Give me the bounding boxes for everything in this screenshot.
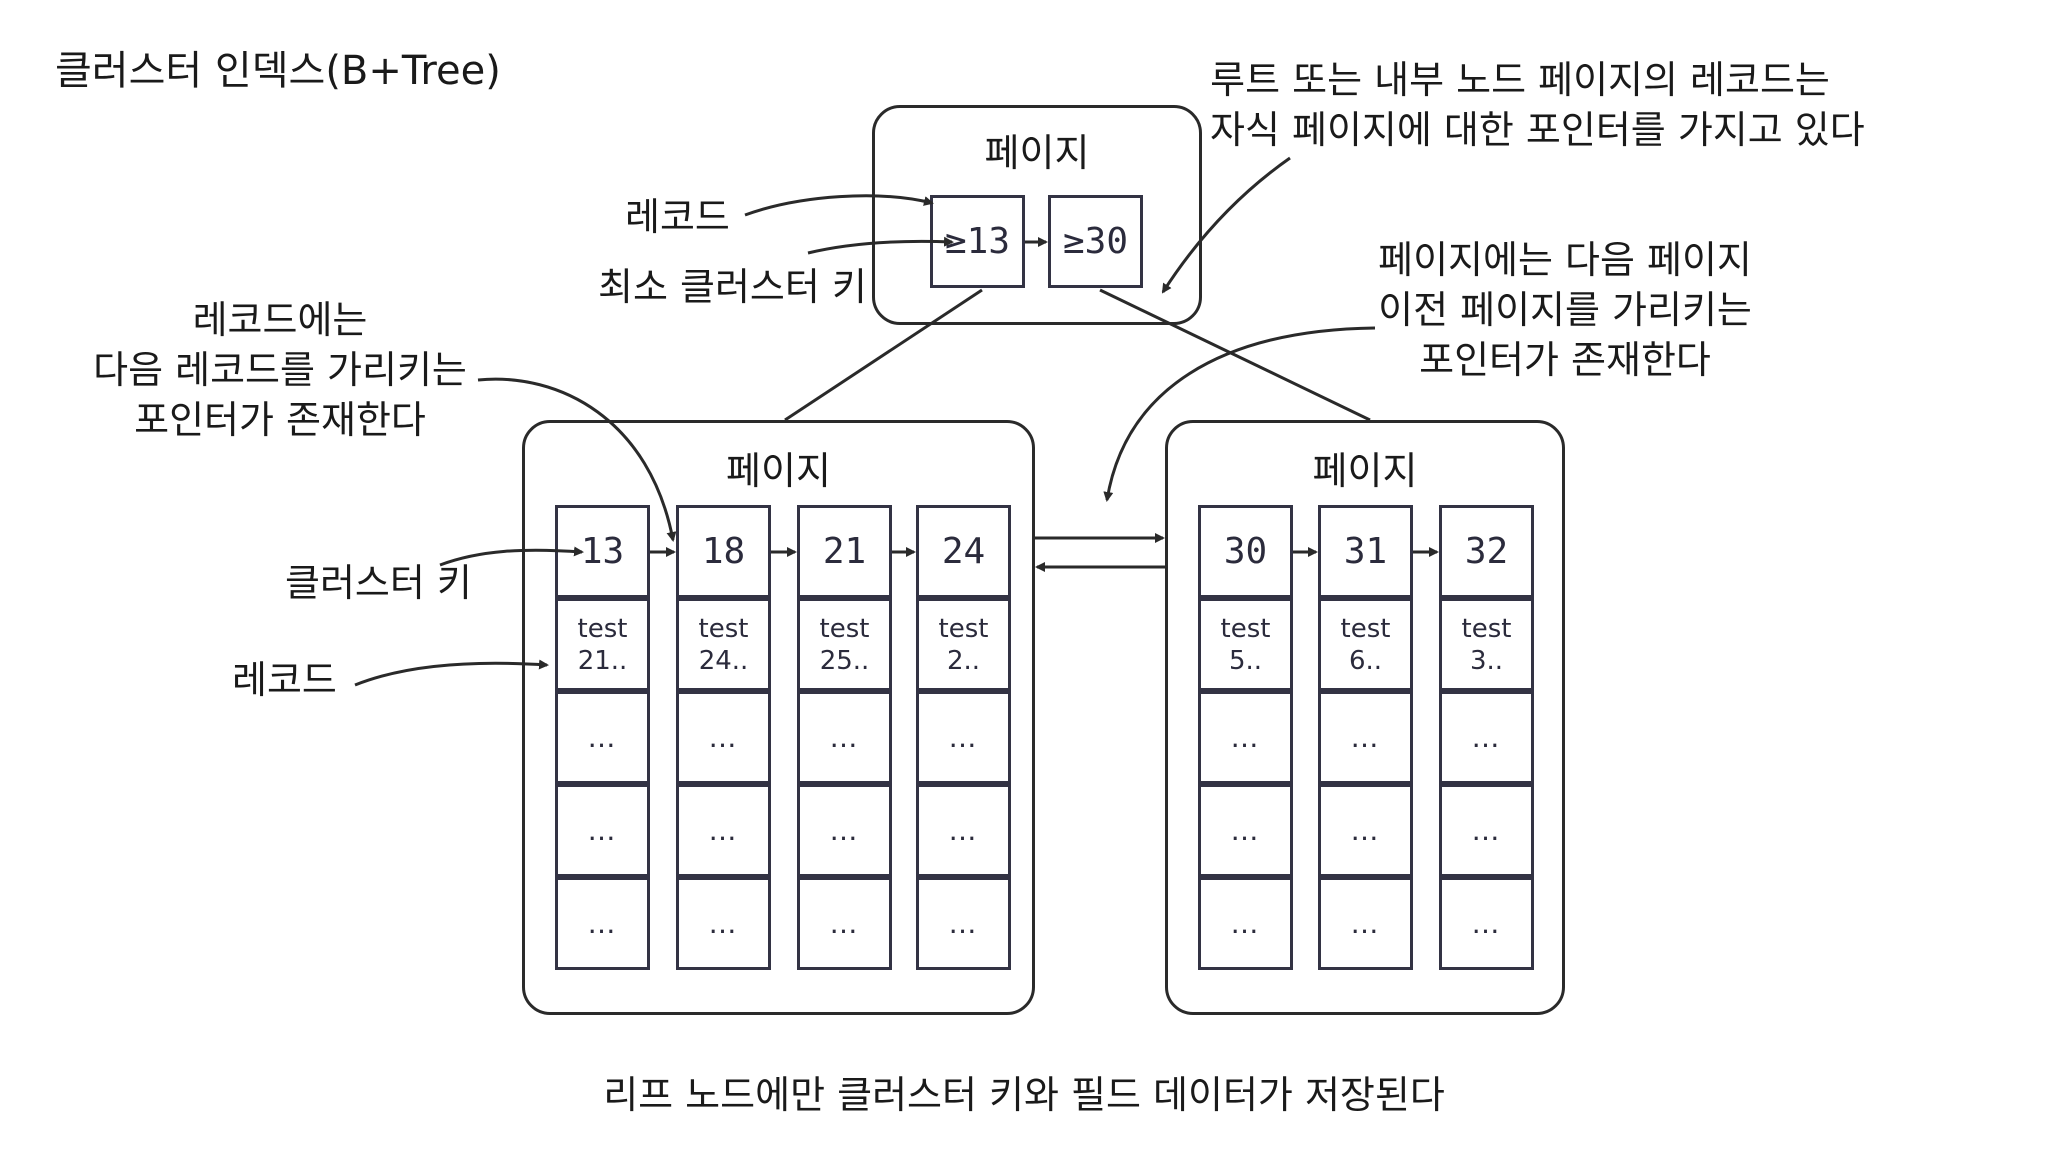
- record-text-line1: test: [819, 613, 870, 644]
- ellipsis-cell: …: [676, 691, 771, 784]
- leaf-record-cell: test 5..: [1198, 598, 1293, 691]
- record-text-line2: 2..: [946, 645, 981, 676]
- ellipsis-cell: …: [1318, 784, 1413, 877]
- ellipsis-cell: …: [916, 877, 1011, 970]
- diagram-title: 클러스터 인덱스(B+Tree): [55, 48, 501, 94]
- record-text-line2: 25..: [819, 645, 870, 676]
- min-cluster-key-label: 최소 클러스터 키: [598, 265, 867, 309]
- leaf-key-cell: 31: [1318, 505, 1413, 598]
- ellipsis-cell: …: [555, 877, 650, 970]
- leaf-record-cell: test 6..: [1318, 598, 1413, 691]
- ellipsis-cell: …: [555, 784, 650, 877]
- page-pointer-note-line1: 페이지에는 다음 페이지: [1378, 238, 1752, 282]
- ellipsis-cell: …: [1318, 691, 1413, 784]
- ellipsis-cell: …: [676, 784, 771, 877]
- ellipsis-cell: …: [797, 784, 892, 877]
- ellipsis-cell: …: [1198, 784, 1293, 877]
- record-text-line2: 5..: [1228, 645, 1263, 676]
- leaf-page-right-label: 페이지: [1312, 449, 1418, 493]
- record-text-line2: 21..: [577, 645, 628, 676]
- ellipsis-cell: …: [916, 784, 1011, 877]
- leaf-record-cell: test 21..: [555, 598, 650, 691]
- record-label-left: 레코드: [232, 658, 337, 702]
- leaf-record-cell: test 25..: [797, 598, 892, 691]
- record-text-line1: test: [1461, 613, 1512, 644]
- ellipsis-cell: …: [1198, 877, 1293, 970]
- ellipsis-cell: …: [1439, 877, 1534, 970]
- page-pointer-note-line2: 이전 페이지를 가리키는: [1378, 288, 1752, 332]
- leaf-key-cell: 24: [916, 505, 1011, 598]
- record-text-line1: test: [698, 613, 749, 644]
- root-page-label: 페이지: [984, 131, 1090, 175]
- record-next-pointer-note-line2: 다음 레코드를 가리키는: [93, 348, 467, 392]
- ellipsis-cell: …: [797, 877, 892, 970]
- leaf-record-cell: test 24..: [676, 598, 771, 691]
- leaf-key-cell: 13: [555, 505, 650, 598]
- root-record-pointer-note-line1: 루트 또는 내부 노드 페이지의 레코드는: [1210, 58, 1830, 102]
- ellipsis-cell: …: [1439, 691, 1534, 784]
- page-pointer-note: 페이지에는 다음 페이지 이전 페이지를 가리키는 포인터가 존재한다: [1355, 235, 1775, 385]
- leaf-record-cell: test 3..: [1439, 598, 1534, 691]
- record-text-line1: test: [577, 613, 628, 644]
- ellipsis-cell: …: [1439, 784, 1534, 877]
- root-record-pointer-note: 루트 또는 내부 노드 페이지의 레코드는 자식 페이지에 대한 포인터를 가지…: [1210, 55, 1865, 155]
- ellipsis-cell: …: [676, 877, 771, 970]
- ellipsis-cell: …: [797, 691, 892, 784]
- record-text-line1: test: [1220, 613, 1271, 644]
- root-record-pointer-note-line2: 자식 페이지에 대한 포인터를 가지고 있다: [1210, 108, 1865, 152]
- leaf-key-cell: 18: [676, 505, 771, 598]
- record-next-pointer-note: 레코드에는 다음 레코드를 가리키는 포인터가 존재한다: [80, 295, 480, 445]
- ellipsis-cell: …: [916, 691, 1011, 784]
- record-next-pointer-note-line1: 레코드에는: [192, 298, 368, 342]
- record-text-line2: 24..: [698, 645, 749, 676]
- cluster-key-label: 클러스터 키: [285, 561, 472, 605]
- record-text-line2: 6..: [1348, 645, 1383, 676]
- page-pointer-note-line3: 포인터가 존재한다: [1419, 338, 1711, 382]
- record-text-line1: test: [1340, 613, 1391, 644]
- ellipsis-cell: …: [555, 691, 650, 784]
- ellipsis-cell: …: [1318, 877, 1413, 970]
- leaf-record-cell: test 2..: [916, 598, 1011, 691]
- record-text-line2: 3..: [1469, 645, 1504, 676]
- leaf-page-left-label: 페이지: [726, 449, 831, 493]
- ellipsis-cell: …: [1198, 691, 1293, 784]
- record-label-top: 레코드: [625, 195, 730, 239]
- record-text-line1: test: [938, 613, 989, 644]
- leader-record-left-arrow: [354, 659, 549, 687]
- record-next-pointer-note-line3: 포인터가 존재한다: [134, 398, 426, 442]
- root-record-key-1: ≥13: [930, 195, 1025, 288]
- root-record-key-2: ≥30: [1048, 195, 1143, 288]
- footer-caption: 리프 노드에만 클러스터 키와 필드 데이터가 저장된다: [603, 1073, 1445, 1117]
- leaf-key-cell: 30: [1198, 505, 1293, 598]
- leaf-key-cell: 32: [1439, 505, 1534, 598]
- leaf-key-cell: 21: [797, 505, 892, 598]
